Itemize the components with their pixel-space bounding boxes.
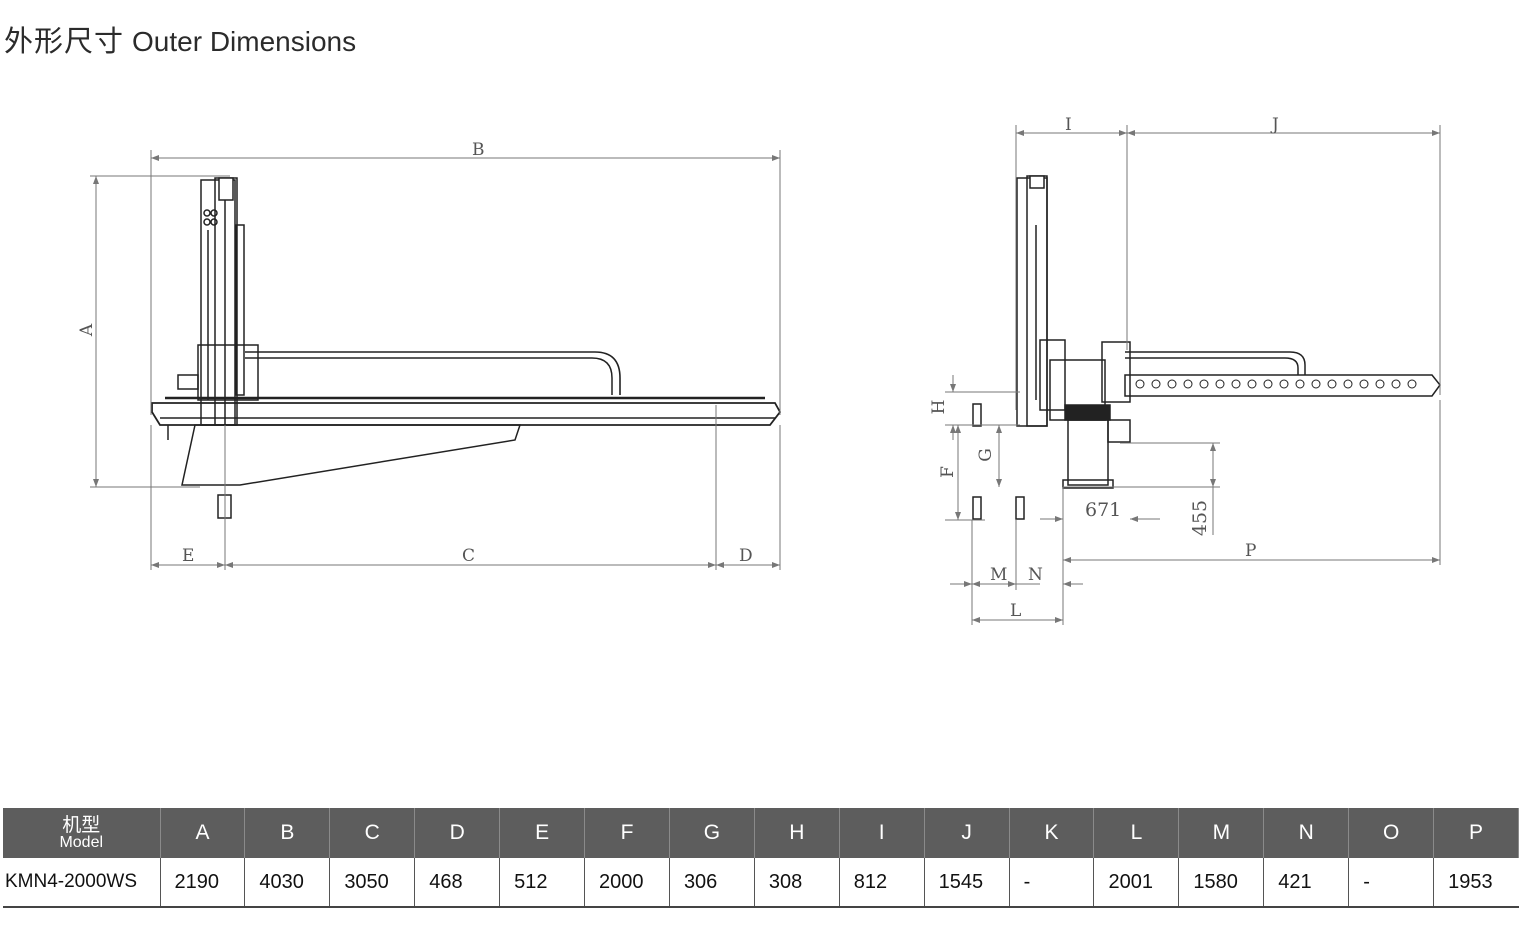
header-col: G	[669, 808, 755, 858]
header-col: F	[584, 808, 670, 858]
header-col: K	[1009, 808, 1095, 858]
front-dimensions	[90, 150, 781, 570]
side-view	[972, 175, 1441, 520]
header-col: L	[1093, 808, 1180, 858]
header-col: B	[244, 808, 331, 858]
dim-label-M: M	[990, 565, 1007, 585]
table-cell: 3050	[329, 858, 416, 908]
header-col: I	[839, 808, 925, 858]
dim-label-D: D	[739, 546, 753, 566]
motor-block	[197, 344, 259, 401]
dim-label-G: G	[976, 448, 996, 462]
table-cell: 421	[1263, 858, 1350, 908]
table-cell: 306	[669, 858, 755, 908]
cable-chain	[245, 351, 621, 395]
base-body	[181, 424, 522, 486]
table-cell: -	[1009, 858, 1095, 908]
front-view	[151, 177, 782, 519]
dim-label-B: B	[472, 140, 485, 160]
dim-label-671: 671	[1085, 499, 1121, 521]
table-cell: 2001	[1093, 858, 1180, 908]
table-cell: 512	[499, 858, 586, 908]
table-cell: 1580	[1178, 858, 1265, 908]
side-arm	[1124, 374, 1441, 397]
side-pedestal	[1067, 419, 1109, 486]
dim-label-P: P	[1245, 541, 1256, 561]
table-cell: 1545	[924, 858, 1010, 908]
dim-label-F: F	[938, 466, 958, 478]
header-col: A	[160, 808, 246, 858]
header-col: H	[754, 808, 840, 858]
mold-marker-3	[1015, 496, 1025, 520]
vertical-column	[200, 179, 236, 426]
header-col: O	[1348, 808, 1435, 858]
title-cn: 外形尺寸	[4, 24, 125, 58]
table-cell: 468	[414, 858, 501, 908]
header-col: C	[329, 808, 416, 858]
side-column	[1016, 177, 1048, 427]
mold-marker-1	[972, 403, 982, 427]
header-model: 机型 Model	[3, 808, 161, 858]
side-dimensions	[945, 125, 1441, 625]
table-cell: 2000	[584, 858, 670, 908]
dim-label-455: 455	[1189, 500, 1211, 536]
table-row: KMN4-2000WS 2190 4030 3050 468 512 2000 …	[3, 858, 1519, 908]
table-cell: 812	[839, 858, 925, 908]
header-col: J	[924, 808, 1010, 858]
table-cell: -	[1348, 858, 1435, 908]
dim-label-E: E	[182, 546, 194, 566]
cell-model: KMN4-2000WS	[3, 858, 161, 908]
header-col: P	[1433, 808, 1519, 858]
dimension-drawing: B A E C D	[77, 115, 1441, 625]
header-col: M	[1178, 808, 1265, 858]
dim-label-A: A	[77, 323, 97, 337]
dim-label-C: C	[462, 546, 475, 566]
header-col: E	[499, 808, 586, 858]
header-col: D	[414, 808, 501, 858]
mold-marker-2	[972, 496, 982, 520]
dim-label-J: J	[1270, 115, 1279, 135]
table-cell: 4030	[244, 858, 331, 908]
dim-label-H: H	[929, 400, 949, 415]
table-cell: 308	[754, 858, 840, 908]
horizontal-beam	[151, 402, 782, 426]
dim-label-L: L	[1010, 601, 1021, 621]
title-en: Outer Dimensions	[132, 26, 357, 57]
header-col: N	[1263, 808, 1350, 858]
table-cell: 1953	[1433, 858, 1519, 908]
header-model-en: Model	[59, 833, 104, 851]
dim-label-N: N	[1028, 565, 1043, 585]
header-model-cn: 机型	[62, 814, 101, 836]
dim-label-I: I	[1065, 115, 1072, 135]
spec-table: 机型 Model A B C D E F G H I J K L M N O P…	[3, 808, 1519, 908]
spec-header-row: 机型 Model A B C D E F G H I J K L M N O P	[3, 808, 1519, 858]
table-cell: 2190	[160, 858, 246, 908]
